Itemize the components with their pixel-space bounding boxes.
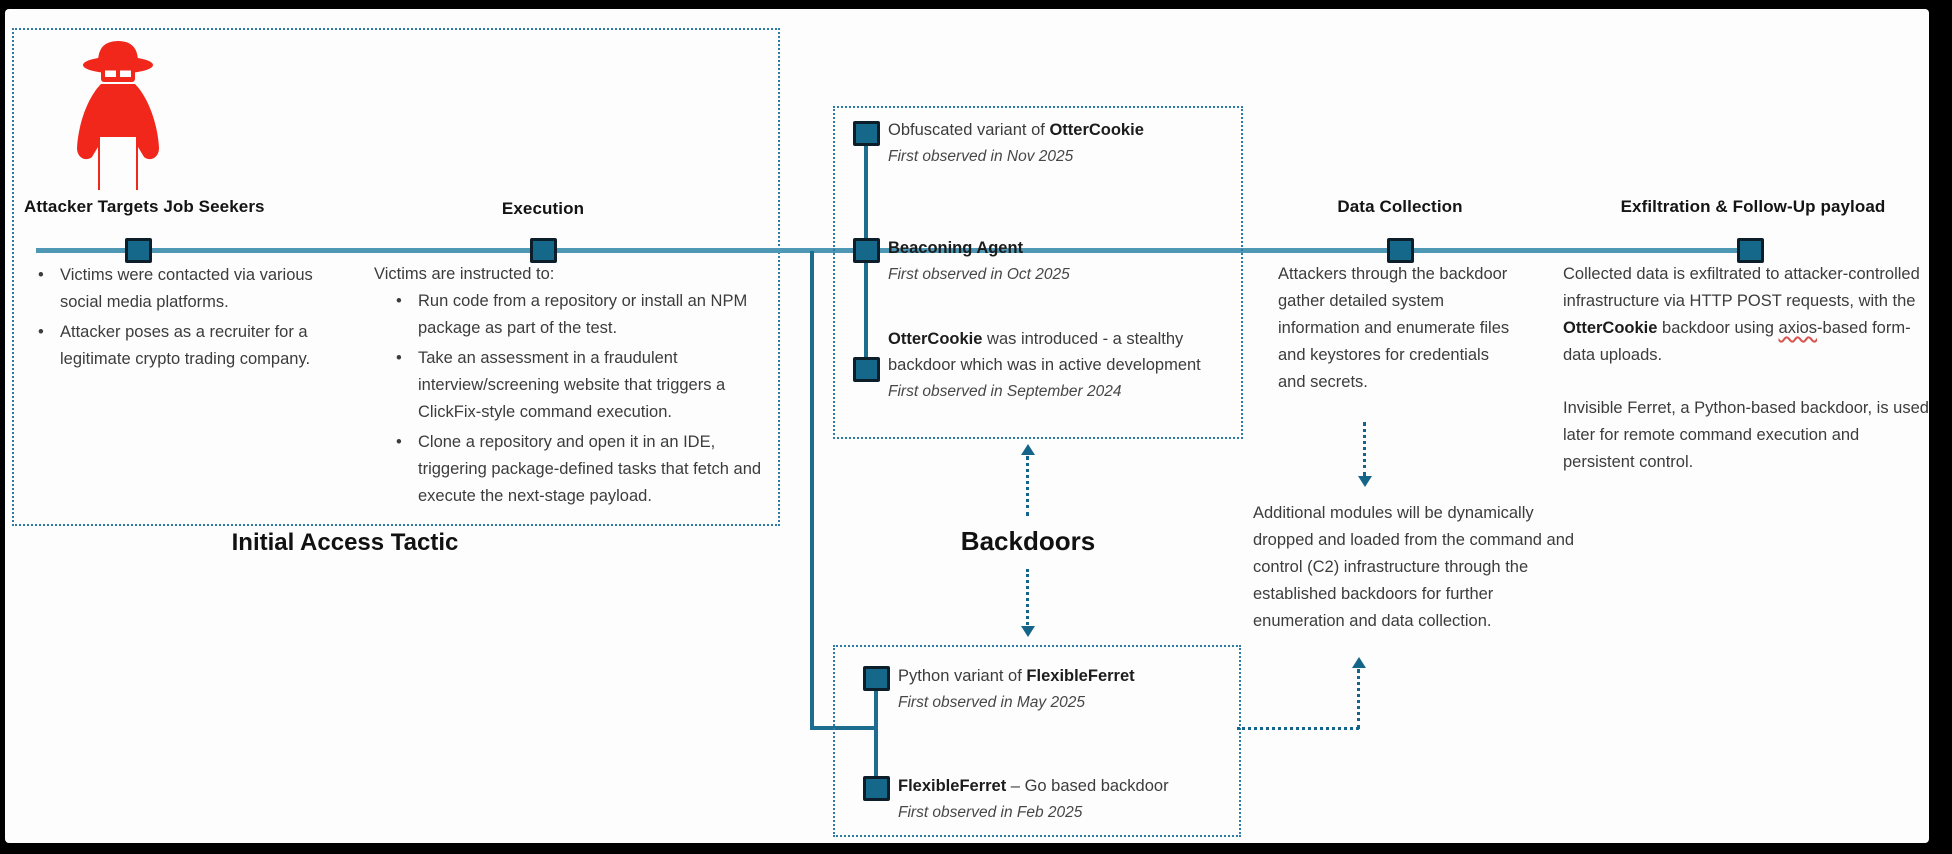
execution-lead: Victims are instructed to: — [374, 265, 555, 283]
dotted-line — [1363, 422, 1366, 476]
marker-node-obfuscated-ottercookie — [853, 121, 880, 146]
timeline-node-attacker — [125, 238, 152, 263]
stage-title-exfiltration: Exfiltration & Follow-Up payload — [1620, 197, 1886, 216]
timeline-branch-horizontal — [810, 726, 878, 730]
stage-title-data-collection: Data Collection — [1337, 197, 1463, 216]
execution-bullet-list: Run code from a repository or install an… — [388, 288, 780, 510]
backdoor-observed: First observed in Feb 2025 — [898, 804, 1083, 821]
frame-top — [0, 0, 1952, 9]
data-collection-text: Attackers through the backdoor gather de… — [1278, 265, 1510, 391]
list-item: Take an assessment in a fraudulent inter… — [388, 345, 780, 426]
spy-icon — [77, 41, 159, 190]
list-item: Victims were contacted via various socia… — [30, 262, 322, 316]
backdoor-item: Beaconing Agent First observed in Oct 20… — [888, 236, 1234, 286]
timeline-node-execution — [530, 238, 557, 263]
dotted-line — [1237, 727, 1359, 730]
marker-node-python-flexibleferret — [863, 666, 890, 691]
backdoors-label: Backdoors — [960, 526, 1096, 556]
list-item: Clone a repository and open it in an IDE… — [388, 429, 780, 510]
backdoors-upper-box — [833, 106, 1243, 439]
marker-node-ottercookie — [853, 357, 880, 382]
backdoors-lower-box — [833, 645, 1241, 837]
attacker-bullet-list: Victims were contacted via various socia… — [30, 262, 322, 376]
arrow-down-to-additional-modules — [1358, 476, 1372, 487]
arrow-down-to-lower-box — [1021, 626, 1035, 637]
backdoor-name: Beaconing Agent — [888, 239, 1024, 257]
marker-node-flexibleferret-go — [863, 776, 890, 801]
backdoor-item: OtterCookie was introduced - a stealthy … — [888, 326, 1236, 403]
frame-bottom — [0, 843, 1952, 854]
exfiltration-text: Collected data is exfiltrated to attacke… — [1563, 261, 1929, 476]
backdoor-name: FlexibleFerret – Go based backdoor — [898, 777, 1169, 795]
backdoor-observed: First observed in May 2025 — [898, 694, 1085, 711]
backdoor-name: Python variant of FlexibleFerret — [898, 667, 1135, 685]
backdoor-observed: First observed in Nov 2025 — [888, 148, 1074, 165]
backdoor-name: OtterCookie was introduced - a stealthy … — [888, 330, 1201, 374]
stage-title-execution: Execution — [501, 199, 585, 218]
initial-access-label: Initial Access Tactic — [231, 529, 459, 556]
additional-modules-text: Additional modules will be dynamically d… — [1253, 504, 1575, 630]
exfiltration-para2: Invisible Ferret, a Python-based backdoo… — [1563, 399, 1929, 471]
backdoor-observed: First observed in September 2024 — [888, 383, 1122, 400]
initial-access-box — [12, 28, 780, 526]
backdoor-observed: First observed in Oct 2025 — [888, 266, 1070, 283]
execution-text-block: Victims are instructed to: Run code from… — [374, 261, 780, 513]
list-item: Run code from a repository or install an… — [388, 288, 780, 342]
timeline-node-exfiltration — [1737, 238, 1764, 263]
timeline-node-data-collection — [1387, 238, 1414, 263]
arrow-up-from-lower-box — [1352, 657, 1366, 668]
backdoor-item: FlexibleFerret – Go based backdoor First… — [898, 774, 1228, 824]
list-item: Attacker poses as a recruiter for a legi… — [30, 319, 322, 373]
stage-title-attacker: Attacker Targets Job Seekers — [24, 197, 265, 216]
diagram-canvas: Attacker Targets Job Seekers Execution D… — [5, 9, 1929, 843]
timeline-branch-vertical — [810, 251, 814, 729]
timeline-node-beaconing-agent — [853, 238, 880, 263]
timeline-line — [36, 248, 1750, 253]
frame-right — [1929, 0, 1952, 854]
arrow-up-to-upper-box — [1021, 444, 1035, 455]
frame-left — [0, 0, 5, 854]
backdoor-item: Obfuscated variant of OtterCookie First … — [888, 118, 1234, 168]
backdoors-lower-connector — [874, 678, 878, 788]
exfiltration-para1: Collected data is exfiltrated to attacke… — [1563, 265, 1920, 364]
backdoor-name: Obfuscated variant of OtterCookie — [888, 121, 1144, 139]
dotted-line — [1026, 569, 1029, 625]
dotted-line — [1357, 669, 1360, 729]
backdoor-item: Python variant of FlexibleFerret First o… — [898, 664, 1228, 714]
dotted-line — [1026, 456, 1029, 516]
